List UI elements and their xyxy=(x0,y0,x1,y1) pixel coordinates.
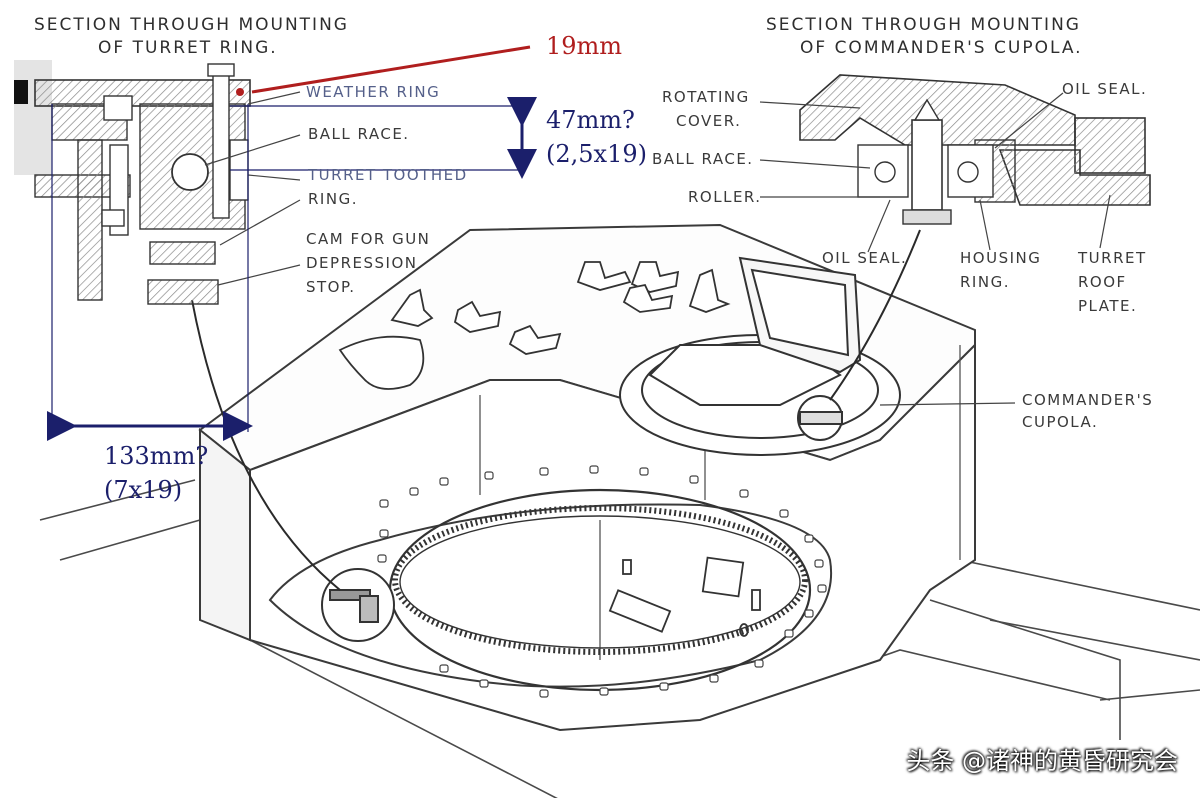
annotation-height-2: (2,5x19) xyxy=(546,140,647,168)
roof-fittings xyxy=(338,261,731,390)
cupola-3d xyxy=(619,256,901,456)
cupola-title-line-2: OF COMMANDER'S CUPOLA. xyxy=(800,38,1083,58)
turret-ring-title-line-2: OF TURRET RING. xyxy=(98,38,278,58)
label-weather-ring: WEATHER RING xyxy=(306,83,441,101)
annotation-bolt-size: 19mm xyxy=(546,32,623,60)
label-turret-toothed-ring-1: TURRET TOOTHED xyxy=(308,166,468,184)
annotation-width-1: 133mm? xyxy=(104,442,209,470)
label-commanders-cupola-2: CUPOLA. xyxy=(1022,413,1099,431)
label-roller: ROLLER. xyxy=(688,188,762,206)
watermark: 头条 @诸神的黄昏研究会 xyxy=(906,747,1178,775)
label-cam-3: STOP. xyxy=(306,278,356,296)
ring-bolts xyxy=(377,465,827,698)
label-oil-seal-top: OIL SEAL. xyxy=(1062,80,1148,98)
right-label-leaders xyxy=(759,92,1111,406)
turret-body xyxy=(198,223,976,732)
label-ball-race-right: BALL RACE. xyxy=(652,150,754,168)
label-commanders-cupola-1: COMMANDER'S xyxy=(1022,391,1154,409)
label-housing-ring-1: HOUSING xyxy=(960,249,1042,267)
annotation-height-1: 47mm? xyxy=(546,106,635,134)
label-cam-2: DEPRESSION xyxy=(306,254,418,272)
leader-curves xyxy=(191,229,921,591)
annotation-width-2: (7x19) xyxy=(104,476,183,504)
label-ball-race-left: BALL RACE. xyxy=(308,125,410,143)
label-turret-toothed-ring-2: RING. xyxy=(308,190,358,208)
cupola-section xyxy=(799,74,1151,225)
dimension-lines xyxy=(47,45,537,441)
hull-floor xyxy=(39,479,1200,798)
label-rotating-cover-2: COVER. xyxy=(676,112,742,130)
label-rotating-cover-1: ROTATING xyxy=(662,88,750,106)
label-oil-seal-bottom: OIL SEAL. xyxy=(822,249,908,267)
label-cam-1: CAM FOR GUN xyxy=(306,230,431,248)
label-turret-roof-plate-3: PLATE. xyxy=(1078,297,1138,315)
label-turret-roof-plate-2: ROOF xyxy=(1078,273,1127,291)
ring-detail-circle xyxy=(321,568,395,642)
turret-ring-title-line-1: SECTION THROUGH MOUNTING xyxy=(34,15,349,35)
turret-ring-section xyxy=(14,60,251,305)
label-turret-roof-plate-1: TURRET xyxy=(1078,249,1147,267)
left-label-leaders xyxy=(204,91,301,286)
label-housing-ring-2: RING. xyxy=(960,273,1010,291)
cupola-title-line-1: SECTION THROUGH MOUNTING xyxy=(766,15,1081,35)
ring-wall-ports xyxy=(608,556,761,637)
